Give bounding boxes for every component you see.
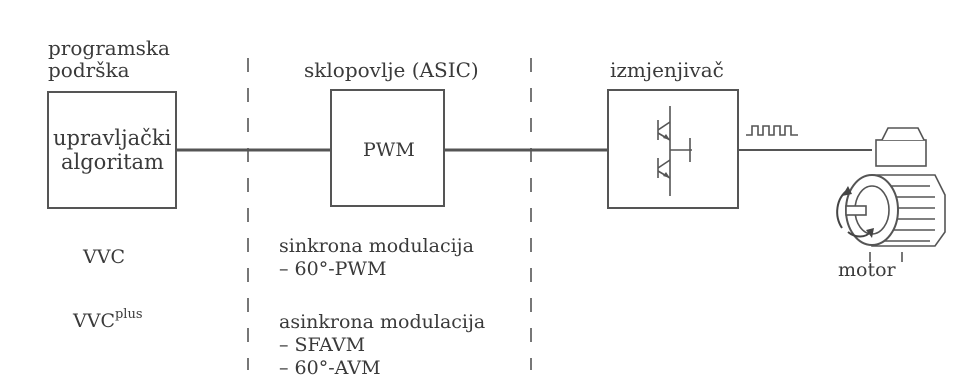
async-modulation-item: – SFAVM: [279, 334, 366, 356]
method-vvc: VVC: [83, 246, 125, 268]
transistor-arrow-icon: [663, 134, 670, 140]
algorithm-label-line2: algoritam: [61, 150, 164, 174]
method-vvc-plus-base: VVC: [73, 310, 115, 332]
algorithm-label-line1: upravljački: [53, 126, 172, 150]
inverter-block: [607, 89, 739, 209]
sync-modulation-title: sinkrona modulacija: [279, 235, 474, 257]
software-title-line2: podrška: [48, 58, 130, 82]
sync-modulation-item: – 60°-PWM: [279, 258, 387, 280]
method-vvc-plus: VVCplus: [73, 303, 143, 333]
inverter-title: izmjenjivač: [610, 58, 724, 82]
hardware-title: sklopovlje (ASIC): [304, 58, 479, 82]
software-title-line1: programska: [48, 36, 170, 60]
transistor-arrow-icon: [663, 172, 670, 178]
async-modulation-title: asinkrona modulacija: [279, 311, 486, 333]
motor-label: motor: [838, 259, 896, 281]
method-vvc-plus-sup: plus: [114, 307, 143, 322]
pwm-label: PWM: [363, 139, 415, 161]
async-modulation-item: – 60°-AVM: [279, 357, 381, 379]
rotation-arrowhead-icon: [842, 186, 852, 196]
pwm-pulse-icon: [746, 125, 798, 136]
motor-icon: [845, 127, 946, 262]
transistor-icon: [657, 106, 692, 196]
pwm-block: [330, 89, 445, 207]
rotation-arrowhead-icon: [866, 228, 874, 238]
